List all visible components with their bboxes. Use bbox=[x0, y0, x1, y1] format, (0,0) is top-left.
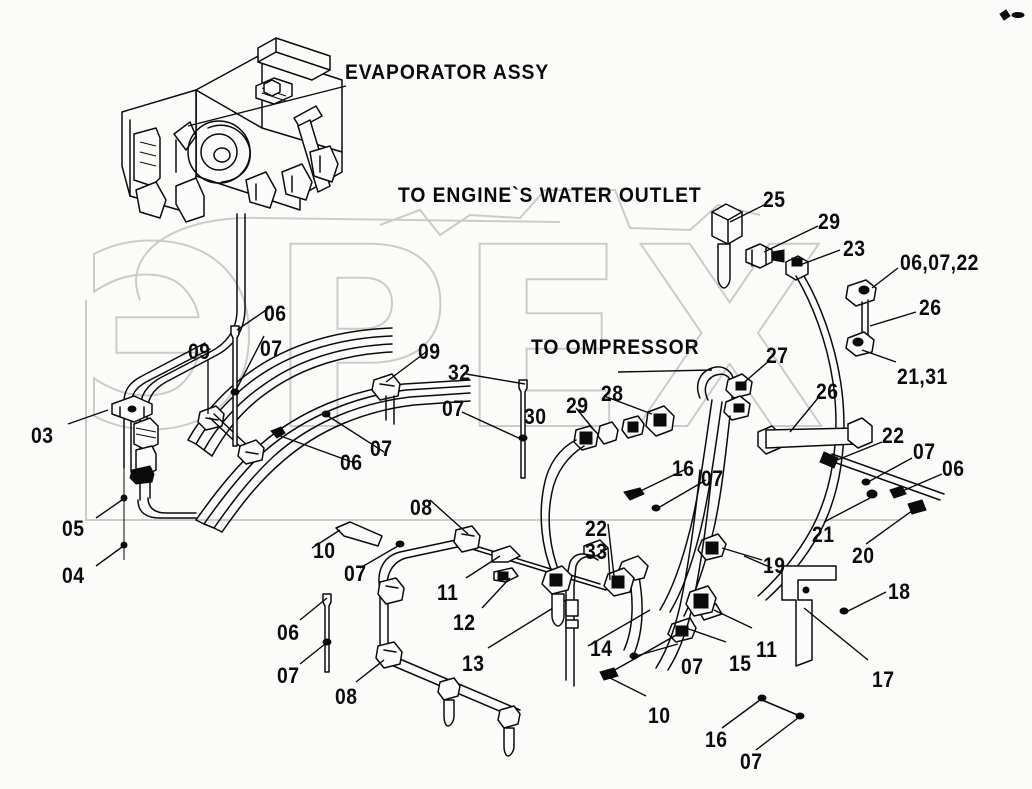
callout-28-c14: 28 bbox=[601, 381, 624, 406]
callout-25-c15: 25 bbox=[763, 187, 786, 212]
callout-05-c05: 05 bbox=[62, 516, 85, 541]
callout-06-c38: 06 bbox=[277, 620, 300, 645]
callout-29-c16: 29 bbox=[818, 209, 841, 234]
callout-20-c27: 20 bbox=[852, 543, 875, 568]
title-to-compressor: TO OMPRESSOR bbox=[531, 336, 700, 359]
clamp-bar-06-07 bbox=[209, 305, 273, 465]
clamp-09-right bbox=[371, 351, 427, 425]
center-beam-26 bbox=[757, 397, 873, 455]
callout-06-c01: 06 bbox=[264, 301, 287, 326]
callout-17-c30: 17 bbox=[872, 667, 895, 692]
callout-12-c42: 12 bbox=[453, 610, 476, 635]
pin-30 bbox=[461, 373, 528, 479]
lower-hose-loop bbox=[378, 539, 607, 719]
callout-07-c50: 07 bbox=[740, 749, 763, 774]
callout-30-c12: 30 bbox=[524, 404, 547, 429]
clamp-mid-left bbox=[377, 577, 405, 605]
callout-32-c10: 32 bbox=[448, 360, 471, 385]
callout-22-c33: 22 bbox=[585, 516, 608, 541]
callout-26-c19: 26 bbox=[919, 295, 942, 320]
callout-07-c24: 07 bbox=[913, 439, 936, 464]
bottom-connectors bbox=[437, 677, 521, 757]
fitting-28-29-group bbox=[540, 395, 675, 575]
pin-10-07 bbox=[311, 521, 405, 569]
callout-07-c11: 07 bbox=[442, 396, 465, 421]
callout-07-c39: 07 bbox=[277, 663, 300, 688]
pin-06-07-left bbox=[299, 593, 332, 673]
clamps-06-07-bundle bbox=[270, 410, 385, 463]
clamp-08-lower bbox=[355, 641, 403, 683]
left-clamp-03 bbox=[67, 395, 153, 425]
callout-07-c37: 07 bbox=[344, 561, 367, 586]
callout-04-c06: 04 bbox=[62, 563, 85, 588]
callout-26-c22: 26 bbox=[816, 379, 839, 404]
callout-07-c02: 07 bbox=[260, 336, 283, 361]
rod-21-20-22 bbox=[819, 441, 945, 545]
callout-27-c21: 27 bbox=[766, 343, 789, 368]
callout-06-c25: 06 bbox=[942, 456, 965, 481]
callout-22-c23: 22 bbox=[882, 423, 905, 448]
clamp-08-upper bbox=[429, 499, 481, 553]
callout-16-c49: 16 bbox=[705, 727, 728, 752]
callout-07-c46: 07 bbox=[681, 654, 704, 679]
fitting-11 bbox=[465, 545, 521, 579]
callout-09-c03: 09 bbox=[188, 339, 211, 364]
callout-06-c07: 06 bbox=[340, 450, 363, 475]
callout-18-c29: 18 bbox=[888, 579, 911, 604]
right-long-hose bbox=[757, 275, 845, 601]
title-evaporator-assy: EVAPORATOR ASSY bbox=[345, 61, 550, 84]
callout-06-07-22-c18: 06,07,22 bbox=[900, 250, 979, 275]
fitting-15-11-right bbox=[599, 603, 753, 697]
callout-21-c26: 21 bbox=[812, 522, 835, 547]
right-descending-hose bbox=[655, 469, 717, 671]
callout-03-c04: 03 bbox=[31, 423, 54, 448]
callout-14-c44: 14 bbox=[590, 636, 613, 661]
hose-13 bbox=[487, 539, 609, 687]
evaporator-assembly bbox=[121, 37, 347, 223]
fitting-19 bbox=[697, 533, 763, 561]
fitting-33 bbox=[541, 565, 573, 627]
fitting-29 bbox=[745, 225, 819, 269]
leaders-left bbox=[95, 468, 128, 567]
callout-23-c17: 23 bbox=[843, 236, 866, 261]
callout-08-c40: 08 bbox=[335, 684, 358, 709]
callout-29-c13: 29 bbox=[566, 393, 589, 418]
fitting-12 bbox=[481, 567, 519, 609]
left-valve-cluster bbox=[129, 417, 197, 519]
callout-10-c45: 10 bbox=[648, 703, 671, 728]
callout-19-c28: 19 bbox=[763, 553, 786, 578]
compressor-junction-27 bbox=[617, 359, 771, 617]
valve-25 bbox=[711, 203, 767, 289]
junction-22-33 bbox=[603, 523, 635, 597]
callout-07-c08: 07 bbox=[370, 436, 393, 461]
callout-13-c43: 13 bbox=[462, 651, 485, 676]
fitting-23 bbox=[785, 249, 841, 281]
callout-09-c09: 09 bbox=[418, 339, 441, 364]
callout-11-c48: 11 bbox=[756, 637, 778, 662]
callout-15-c47: 15 bbox=[729, 651, 752, 676]
corner-mark bbox=[999, 9, 1025, 21]
bracket-26 bbox=[845, 267, 917, 363]
plate-17-19 bbox=[721, 555, 887, 751]
callout-21-31-c20: 21,31 bbox=[897, 364, 948, 389]
callout-08-c35: 08 bbox=[410, 495, 433, 520]
callout-10-c36: 10 bbox=[313, 538, 336, 563]
callout-07-c32: 07 bbox=[701, 466, 724, 491]
callout-16-c31: 16 bbox=[672, 456, 695, 481]
callout-33-c34: 33 bbox=[585, 539, 608, 564]
callout-11-c41: 11 bbox=[437, 580, 459, 605]
title-engine-water-outlet: TO ENGINE`S WATER OUTLET bbox=[398, 184, 702, 207]
